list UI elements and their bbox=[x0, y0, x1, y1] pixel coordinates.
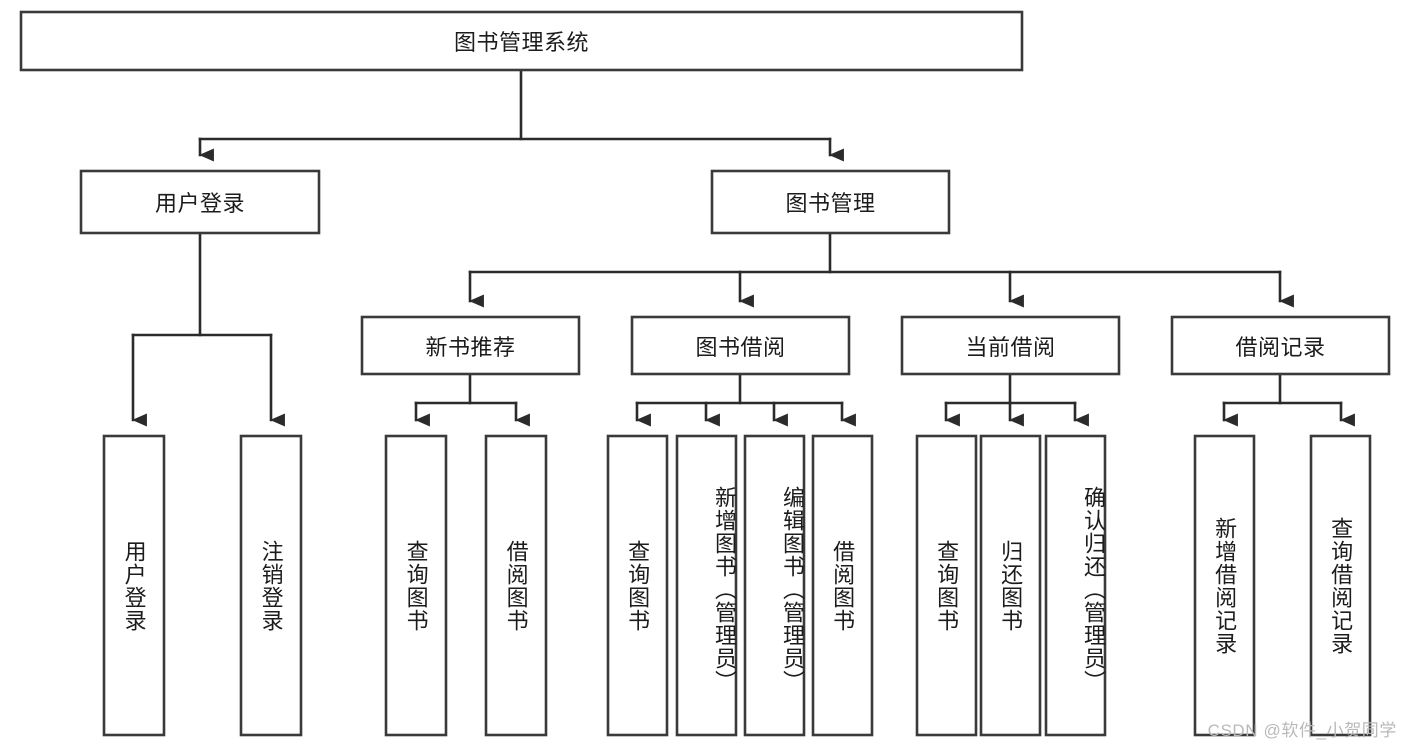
leaf-box-query-book-current[interactable] bbox=[915, 434, 978, 737]
node-box-user-login[interactable] bbox=[79, 169, 321, 235]
leaf-box-query-book-borrow[interactable] bbox=[606, 434, 669, 737]
node-box-borrow-record[interactable] bbox=[1170, 315, 1391, 376]
leaf-box-borrow-book-rec[interactable] bbox=[484, 434, 548, 737]
node-box-new-book-recommend[interactable] bbox=[360, 315, 581, 376]
node-box-root[interactable] bbox=[19, 10, 1024, 72]
box-layer bbox=[19, 10, 1391, 737]
node-box-book-manage[interactable] bbox=[710, 169, 951, 235]
leaf-box-add-borrow-record[interactable] bbox=[1193, 434, 1256, 737]
leaf-box-add-book-admin[interactable] bbox=[675, 434, 738, 737]
connector-layer bbox=[131, 68, 1355, 427]
leaf-box-confirm-return-admin[interactable] bbox=[1044, 434, 1107, 737]
node-box-book-borrow[interactable] bbox=[630, 315, 851, 376]
leaf-box-edit-book-admin[interactable] bbox=[743, 434, 806, 737]
leaf-box-query-book-rec[interactable] bbox=[384, 434, 448, 737]
leaf-box-borrow-book[interactable] bbox=[811, 434, 874, 737]
leaf-box-user-login[interactable] bbox=[102, 434, 166, 737]
leaf-box-return-book[interactable] bbox=[979, 434, 1042, 737]
leaf-box-logout[interactable] bbox=[239, 434, 303, 737]
node-box-current-borrow[interactable] bbox=[900, 315, 1121, 376]
leaf-box-query-borrow-record[interactable] bbox=[1309, 434, 1372, 737]
